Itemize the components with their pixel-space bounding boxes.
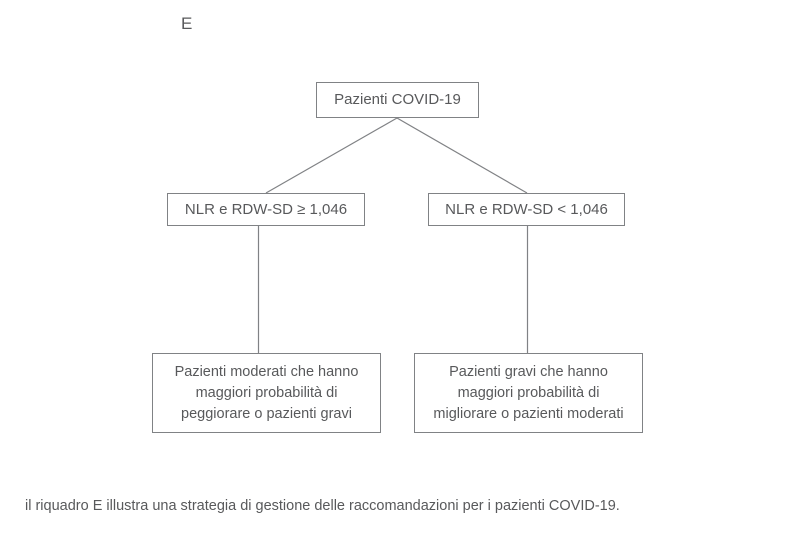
- node-branch-low-ratio: NLR e RDW-SD < 1,046: [428, 193, 625, 226]
- node-outcome-severe-label: Pazienti gravi che hanno maggiori probab…: [433, 363, 624, 422]
- node-outcome-moderate-label: Pazienti moderati che hanno maggiori pro…: [174, 363, 359, 422]
- connector-root-to-left: [265, 117, 398, 194]
- node-root-label: Pazienti COVID-19: [334, 91, 461, 108]
- connector-root-to-right: [396, 117, 528, 194]
- node-outcome-severe: Pazienti gravi che hanno maggiori probab…: [414, 353, 643, 433]
- node-root-patients: Pazienti COVID-19: [316, 82, 479, 118]
- node-outcome-moderate: Pazienti moderati che hanno maggiori pro…: [152, 353, 381, 433]
- node-branch-high-ratio-label: NLR e RDW-SD ≥ 1,046: [184, 200, 348, 218]
- node-branch-low-ratio-label: NLR e RDW-SD < 1,046: [445, 200, 608, 218]
- node-branch-high-ratio: NLR e RDW-SD ≥ 1,046: [167, 193, 365, 226]
- figure-caption: il riquadro E illustra una strategia di …: [25, 498, 620, 514]
- panel-letter: E: [181, 14, 193, 33]
